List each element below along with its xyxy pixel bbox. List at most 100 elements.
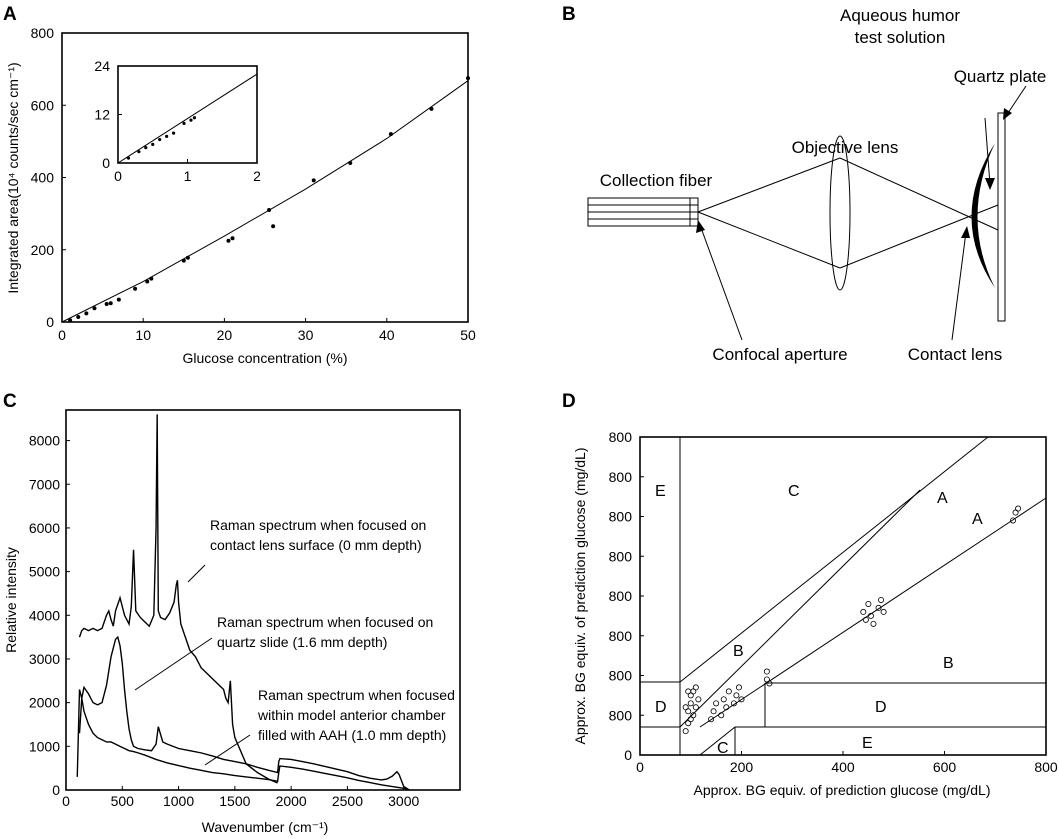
panel-letter-b: B <box>562 4 576 25</box>
panel-d-data-point <box>735 684 742 691</box>
panel-d-data-point <box>725 688 732 695</box>
panel-d-data-point <box>720 696 727 703</box>
zone-label-e2: E <box>862 735 873 752</box>
panel-a-data-point <box>388 132 393 137</box>
panel-c-y-tick-label: 1000 <box>29 738 60 754</box>
panel-a-inset-x-tick-label: 2 <box>253 168 261 184</box>
zone-label-c1: C <box>788 483 800 500</box>
zone-label-b1: B <box>733 643 744 660</box>
zone-label-a2: A <box>972 511 983 528</box>
panel-c-x-tick-label: 0 <box>62 793 70 809</box>
panel-c-x-tick-label: 3000 <box>388 793 419 809</box>
panel-a-points <box>68 76 470 323</box>
panel-a-y-tick-label: 400 <box>31 170 55 186</box>
panel-a-data-point <box>267 208 272 213</box>
panel-d-y-tick-label: 0 <box>624 747 632 763</box>
panel-a-inset-data-point <box>137 150 141 154</box>
panel-a-data-point <box>76 314 81 319</box>
panel-c-spectrum-3 <box>76 689 410 791</box>
panel-a-x-label: Glucose concentration (%) <box>183 350 348 366</box>
panel-a-x-tick-label: 30 <box>298 327 314 343</box>
panel-c-y-tick-label: 5000 <box>29 564 60 580</box>
panel-a-data-point <box>149 276 154 281</box>
panel-a-inset-fit-line <box>117 73 258 164</box>
panel-d-data-point <box>867 612 874 619</box>
panel-d-data-point <box>870 620 877 627</box>
aqueous-humor-label-line2: test solution <box>855 28 946 47</box>
panel-d-data-point <box>687 716 694 723</box>
panel-c-x-tick-label: 500 <box>111 793 135 809</box>
annotation-quartz-line2: quartz slide (1.6 mm depth) <box>217 634 387 650</box>
panel-c-y-tick-label: 7000 <box>29 476 60 492</box>
quartz-plate-label: Quartz plate <box>954 67 1047 86</box>
panel-d-x-label: Approx. BG equiv. of prediction glucose … <box>693 782 990 798</box>
annotation-contact-lens-line1: Raman spectrum when focused on <box>210 517 426 533</box>
panel-c-spectrum-2 <box>78 635 410 791</box>
panel-d-data-point <box>878 596 885 603</box>
light-rays <box>697 157 999 269</box>
panel-a-plot-frame <box>61 32 469 323</box>
panel-a-inset-y-tick-label: 12 <box>94 107 110 123</box>
panel-a-x-tick-label: 20 <box>217 327 233 343</box>
panel-c-y-tick-label: 2000 <box>29 695 60 711</box>
panel-a-inset-data-point <box>144 146 148 150</box>
panel-a-x-tick-label: 50 <box>460 327 476 343</box>
panel-d-data-point <box>865 600 872 607</box>
objective-lens-label: Objective lens <box>792 138 899 157</box>
panel-c-annotation-1: Raman spectrum when focused on contact l… <box>187 517 426 583</box>
contact-lens-label: Contact lens <box>908 345 1003 364</box>
panel-d-plot-frame <box>639 436 1047 756</box>
panel-d-x-tick-label: 600 <box>933 759 957 775</box>
panel-a-y-label: Integrated area(10⁴ counts/sec cm⁻¹) <box>5 62 21 293</box>
panel-letter-a: A <box>3 4 17 25</box>
panel-d-y-tick-label: 800 <box>609 548 633 564</box>
panel-a-y-tick-label: 800 <box>31 25 55 41</box>
panel-d-x-tick-label: 800 <box>1034 759 1058 775</box>
panel-a-x-tick-label: 40 <box>379 327 395 343</box>
panel-d-data-point <box>730 700 737 707</box>
panel-c-annotation-2: Raman spectrum when focused on quartz sl… <box>134 614 433 691</box>
panel-a-inset-data-point <box>151 142 155 147</box>
aqueous-humor-label-line1: Aqueous humor <box>840 6 960 25</box>
panel-c-y-tick-label: 4000 <box>29 607 60 623</box>
panel-d-data-point <box>695 696 702 703</box>
panel-letter-d: D <box>562 391 576 412</box>
panel-d-data-point <box>690 688 697 695</box>
panel-d-data-point <box>687 700 694 707</box>
zone-label-d2: D <box>875 699 887 716</box>
panel-d-y-tick-label: 800 <box>609 469 633 485</box>
panel-d-data-point <box>875 604 882 611</box>
contact-lens-shape <box>971 143 995 288</box>
zone-label-c2: C <box>717 740 729 757</box>
panel-c-y-tick-label: 3000 <box>29 651 60 667</box>
panel-c-x-tick-label: 1500 <box>219 793 250 809</box>
panel-d-x-tick-label: 400 <box>831 759 855 775</box>
panel-d-data-point <box>692 704 699 711</box>
panel-c-y-label: Relative intensity <box>3 547 19 653</box>
panel-d-data-point <box>1010 517 1017 524</box>
panel-d-y-tick-label: 800 <box>609 668 633 684</box>
panel-d-y-tick-label: 800 <box>609 707 633 723</box>
panel-c-x-tick-label: 2500 <box>332 793 363 809</box>
clarke-zone-lines <box>640 436 1047 756</box>
collection-fiber-shape <box>587 197 699 227</box>
panel-a-inset-points <box>126 116 197 160</box>
panel-a-data-point <box>429 106 434 111</box>
annotation-quartz-line1: Raman spectrum when focused on <box>217 614 433 630</box>
panel-a-inset-data-point <box>172 131 176 135</box>
panel-a-x-tick-label: 0 <box>58 327 66 343</box>
zone-label-d1: D <box>655 699 667 716</box>
panel-d-data-point <box>738 696 745 703</box>
annotation-aah-line1: Raman spectrum when focused <box>258 687 455 703</box>
panel-a-data-point <box>145 279 150 284</box>
panel-a-data-point <box>92 306 97 311</box>
annotation-aah-line2: within model anterior chamber <box>257 707 446 723</box>
panel-a-data-point <box>84 311 89 316</box>
panel-c-series <box>76 414 410 791</box>
panel-a-data-point <box>104 301 109 306</box>
panel-c-x-label: Wavenumber (cm⁻¹) <box>202 819 329 835</box>
